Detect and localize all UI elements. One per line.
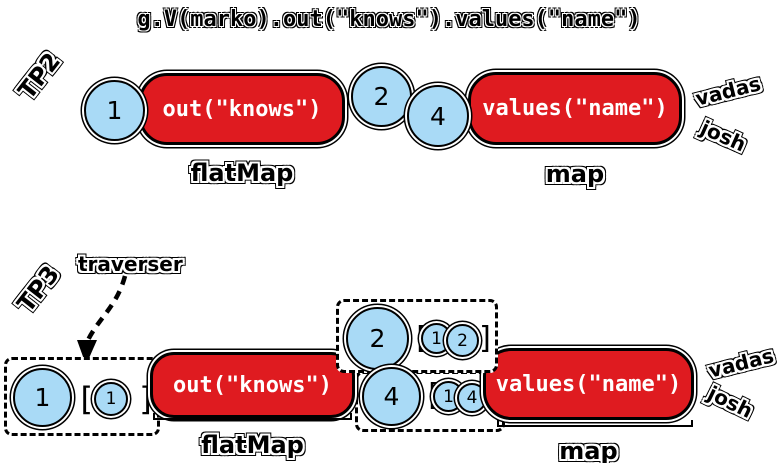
tp3-step-box-values: values("name")	[483, 348, 694, 420]
tp3-traverser-circle-2: 2	[346, 307, 409, 370]
tp3-traverser-circle-1: 1	[13, 368, 72, 427]
path-close-bracket: ]	[477, 321, 496, 356]
tp3-traverser-circle-4: 4	[362, 367, 421, 426]
tp3-result-josh: josh	[704, 380, 757, 424]
traverser-arrow	[77, 275, 128, 365]
traverser-annotation: traverser	[78, 252, 183, 276]
tp2-traverser-circle-1: 1	[84, 80, 145, 141]
tp2-traverser-circle-4: 4	[407, 85, 469, 147]
tp2-result-josh: josh	[697, 115, 750, 157]
traverser-arrow-shaft	[85, 275, 128, 342]
tp3-step-box-out: out("knows")	[150, 352, 355, 418]
tp2-step-box-out: out("knows")	[139, 73, 345, 145]
tp2-flatmap-label: flatMap	[190, 159, 294, 187]
tp3-path-circle-2: 2	[446, 324, 479, 357]
traverser-arrowhead-icon	[77, 340, 97, 365]
tp3-bulk-circle-1: 1	[94, 382, 128, 416]
gremlin-query-title: g.V(marko).out("knows").values("name")	[137, 7, 641, 32]
tp3-values-underbracket	[497, 420, 693, 427]
tp2-step-box-values: values("name")	[468, 72, 682, 145]
tp3-out-underbracket	[153, 413, 352, 420]
tp2-traverser-circle-2: 2	[351, 66, 412, 127]
tp3-map-label: map	[559, 437, 618, 463]
tp3-flatmap-label: flatMap	[201, 431, 304, 459]
bulk-open-bracket: [	[76, 380, 96, 418]
tp3-path-circle-1: 1	[421, 323, 452, 354]
tp3-result-vadas: vadas	[706, 343, 777, 383]
tp2-map-label: map	[545, 160, 605, 188]
tp2-section-label: TP2	[12, 47, 66, 105]
tp2-result-vadas: vadas	[693, 71, 764, 111]
